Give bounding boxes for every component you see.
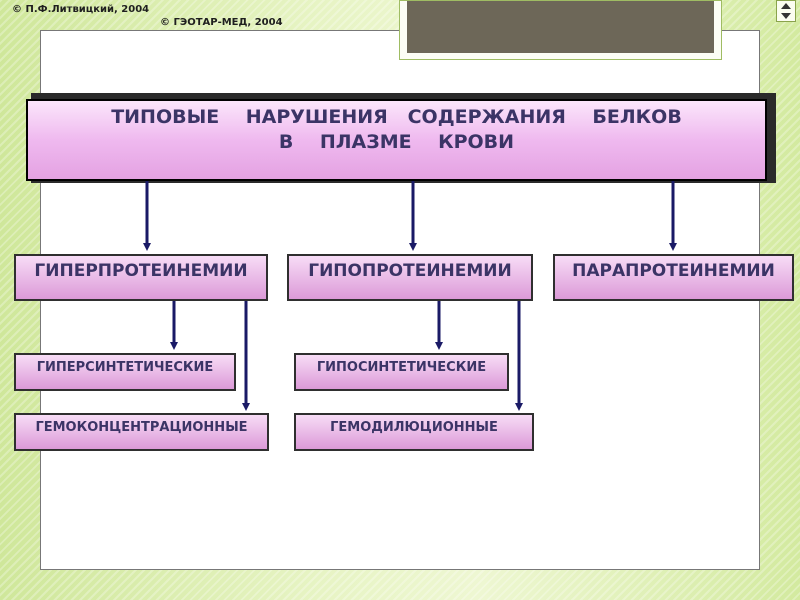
subtype-label: ГИПЕРСИНТЕТИЧЕСКИЕ (36, 360, 214, 375)
category-hypoproteinemia: ГИПОПРОТЕИНЕМИИ (287, 254, 533, 301)
subtype-label: ГЕМОКОНЦЕНТРАЦИОННЫЕ (35, 420, 248, 435)
subtype-hypersynthetic: ГИПЕРСИНТЕТИЧЕСКИЕ (14, 353, 236, 391)
photo-placeholder (399, 0, 722, 60)
category-hyperproteinemia: ГИПЕРПРОТЕИНЕМИИ (14, 254, 268, 301)
category-label: ГИПОПРОТЕИНЕМИИ (308, 261, 512, 281)
copyright-publisher: © ГЭОТАР-МЕД, 2004 (160, 17, 283, 28)
title-line-2: В ПЛАЗМЕ КРОВИ (278, 131, 515, 153)
up-down-arrow-icon[interactable] (776, 0, 796, 22)
subtype-hemoconcentration: ГЕМОКОНЦЕНТРАЦИОННЫЕ (14, 413, 269, 451)
title-line-1: ТИПОВЫЕ НАРУШЕНИЯ СОДЕРЖАНИЯ БЕЛКОВ (111, 106, 682, 128)
diagram-title-box: ТИПОВЫЕ НАРУШЕНИЯ СОДЕРЖАНИЯ БЕЛКОВ В ПЛ… (26, 99, 767, 181)
photo-image (407, 1, 714, 53)
subtype-label: ГЕМОДИЛЮЦИОННЫЕ (330, 420, 498, 435)
subtype-hemodilution: ГЕМОДИЛЮЦИОННЫЕ (294, 413, 534, 451)
category-label: ГИПЕРПРОТЕИНЕМИИ (34, 261, 248, 281)
category-label: ПАРАПРОТЕИНЕМИИ (572, 261, 775, 281)
subtype-hyposynthetic: ГИПОСИНТЕТИЧЕСКИЕ (294, 353, 509, 391)
category-paraproteinemia: ПАРАПРОТЕИНЕМИИ (553, 254, 794, 301)
copyright-author: © П.Ф.Литвицкий, 2004 (12, 4, 150, 15)
subtype-label: ГИПОСИНТЕТИЧЕСКИЕ (316, 360, 487, 375)
